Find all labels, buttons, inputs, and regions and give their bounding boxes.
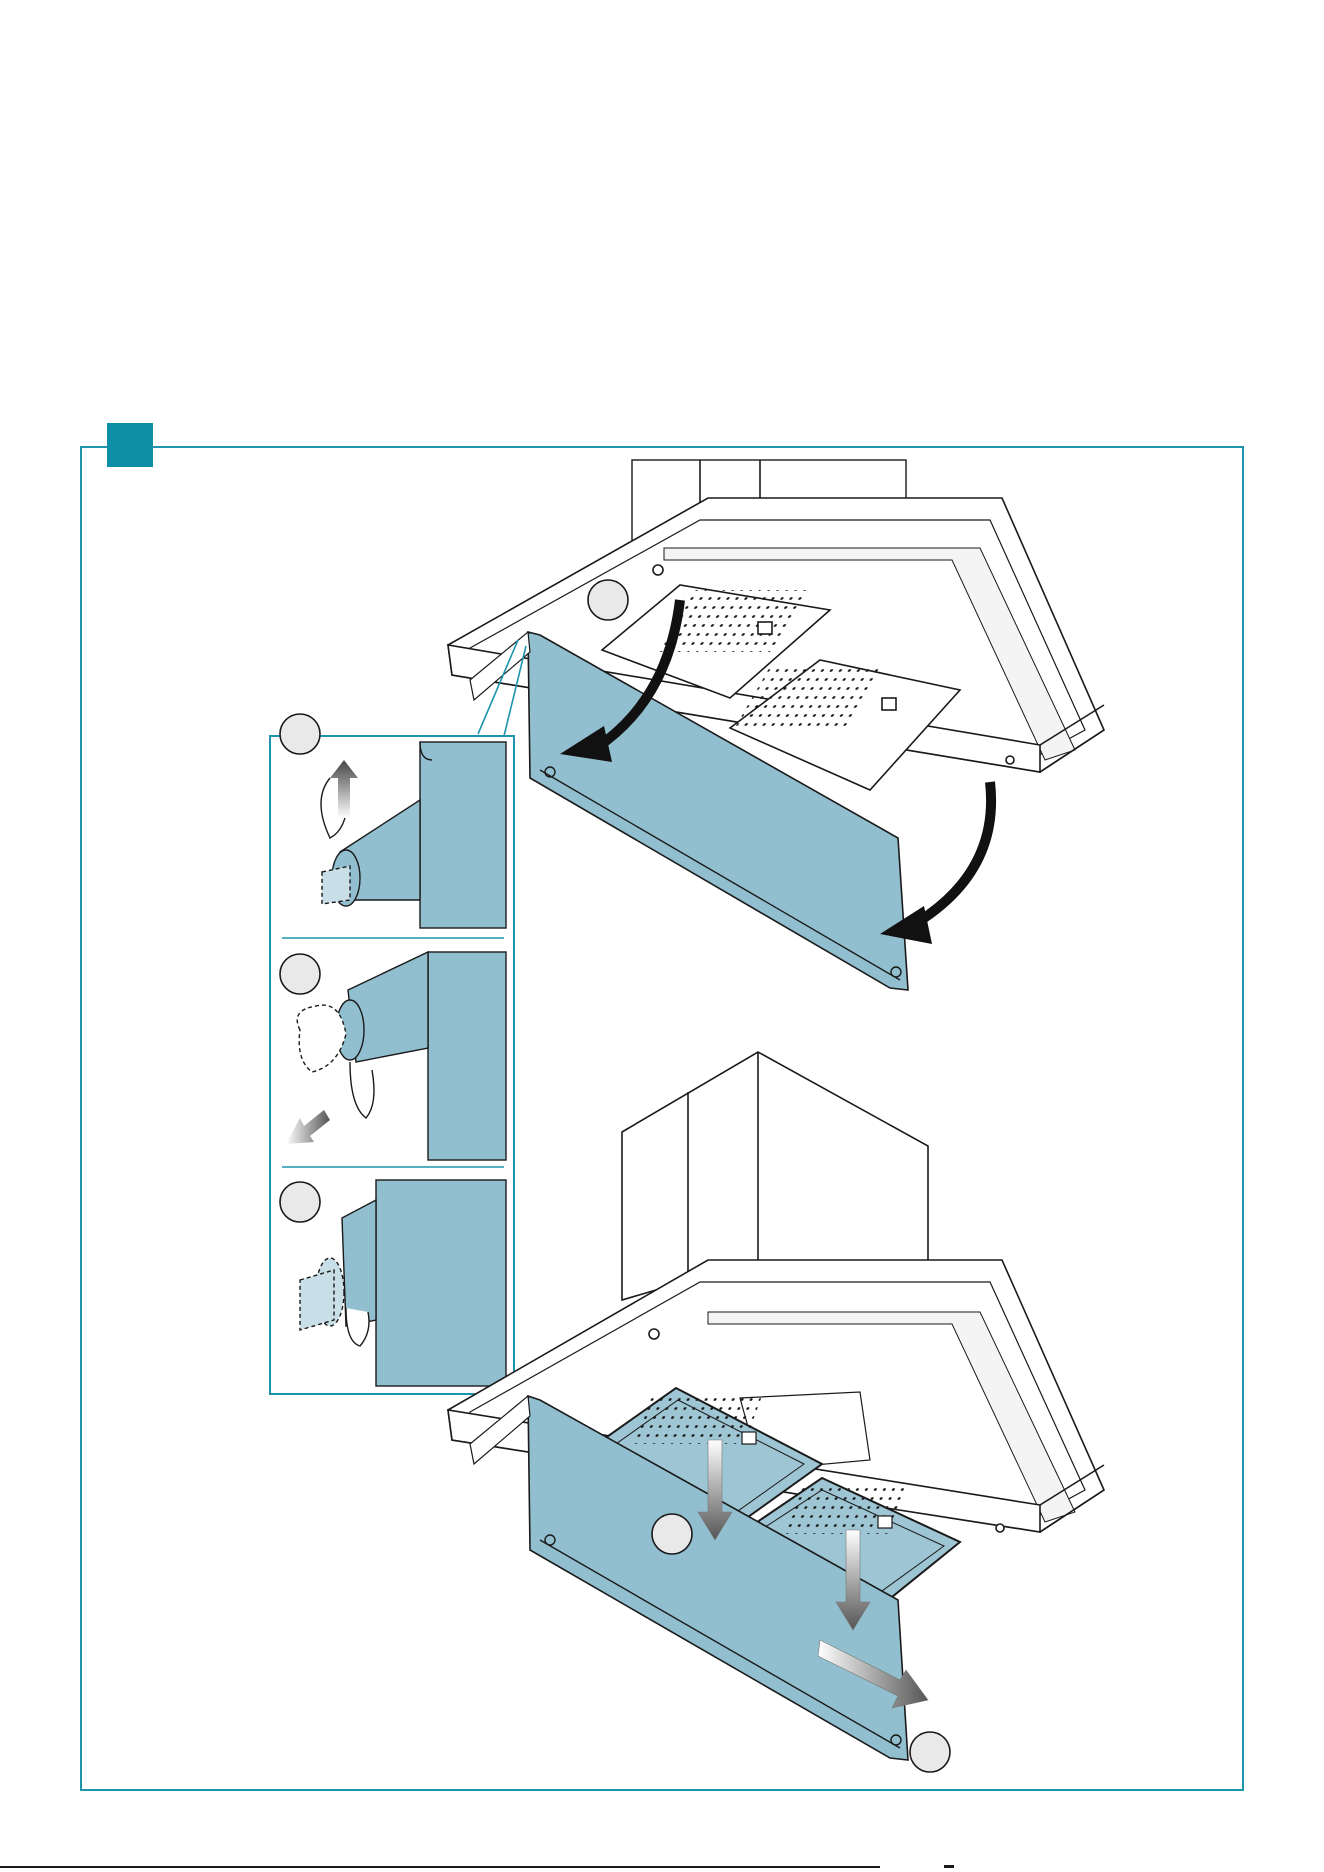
callout-detail-1 [280,714,320,754]
detail-inset [270,736,514,1394]
callout-step-1 [588,580,628,620]
callout-detail-3 [280,1182,320,1222]
curved-arrow-icon [918,782,991,922]
footer-tick [944,1865,954,1868]
step-badge [107,423,153,467]
callout-step-2 [652,1514,692,1554]
footer-rule [0,1866,880,1868]
callout-detail-2 [280,954,320,994]
callout-step-3 [910,1732,950,1772]
